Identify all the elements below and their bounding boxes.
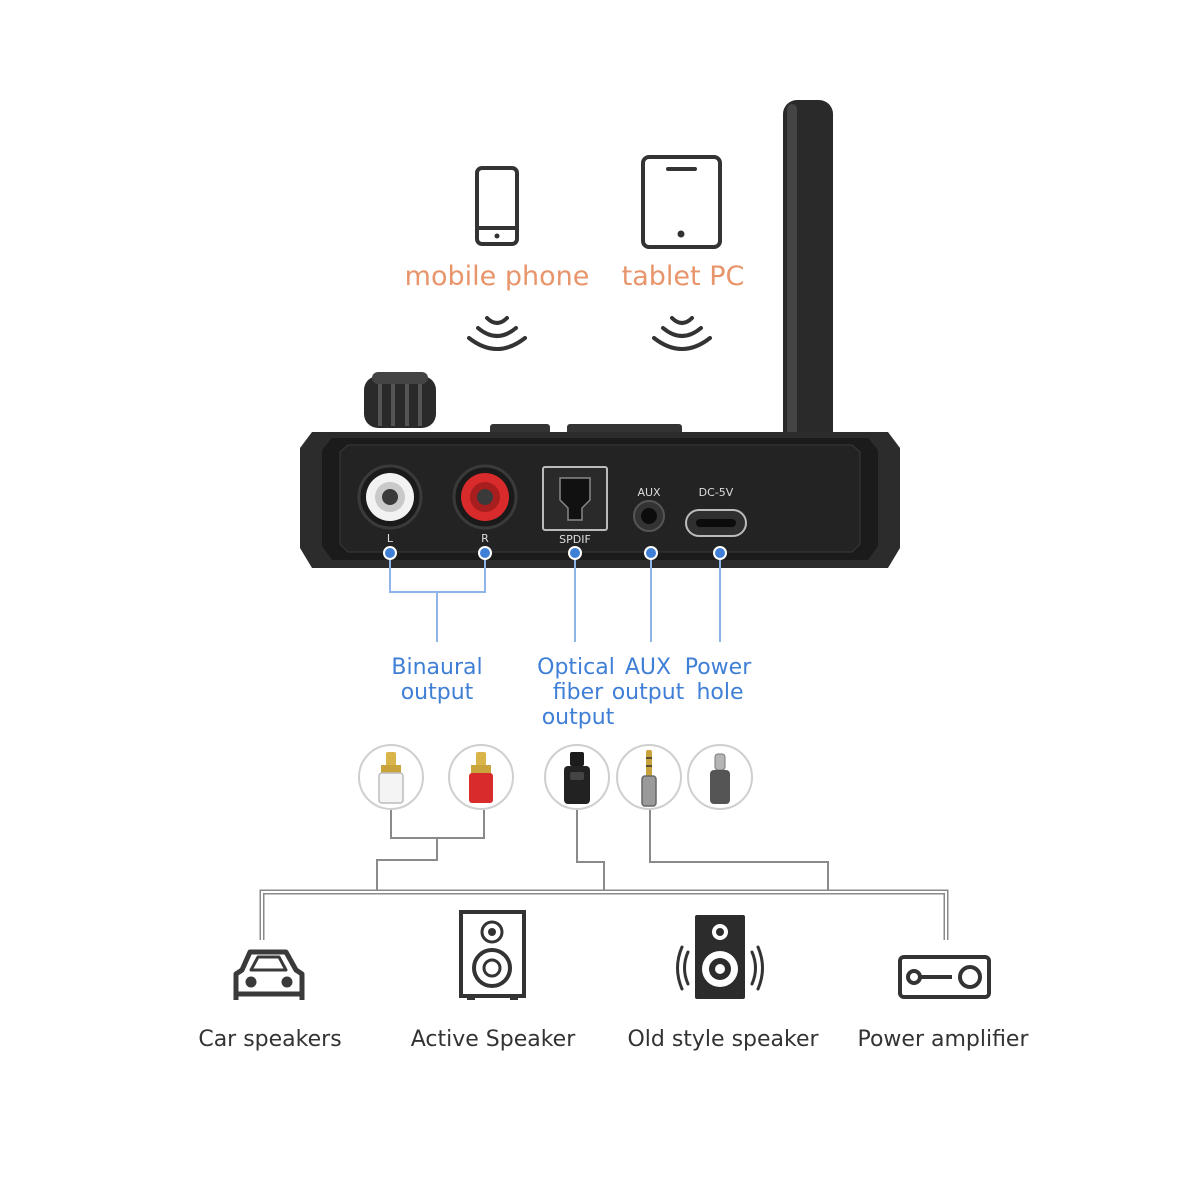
port-group-label-line: output (612, 680, 685, 705)
connector-rca-red (448, 744, 514, 810)
port-label-left: L (387, 532, 394, 545)
wireless-signal-icon (652, 316, 712, 351)
port-group-optical: Optical fiber output (537, 655, 615, 730)
volume-knob (364, 372, 436, 428)
bookshelf-speaker-icon (459, 910, 526, 1000)
amplifier-icon (898, 955, 991, 999)
port-group-label-line: fiber (553, 680, 604, 705)
spdif-port: SPDIF (542, 466, 608, 546)
port-group-label-line: AUX (625, 655, 671, 680)
port-group-label-line: Power (685, 655, 752, 680)
port-group-label-line: output (401, 680, 474, 705)
connector-optical (544, 744, 610, 810)
output-bus (259, 889, 949, 940)
rca-red-plug-icon (469, 752, 493, 803)
port-group-label-line: Optical (537, 655, 615, 680)
rca-white-plug-icon (378, 752, 404, 804)
output-power-amplifier: Power amplifier (857, 955, 1029, 1052)
source-tablet-pc: tablet PC (622, 155, 745, 351)
port-label-spdif: SPDIF (559, 533, 591, 546)
port-group-label-line: Binaural (391, 655, 482, 680)
output-label-old-style-speaker: Old style speaker (627, 1027, 819, 1052)
output-label-car-speakers: Car speakers (198, 1027, 341, 1052)
port-group-binaural: Binaural output (391, 655, 482, 705)
dc-power-port: DC-5V (685, 486, 747, 537)
rca-right-port: R (452, 464, 518, 545)
output-old-style-speaker: Old style speaker (627, 915, 820, 1052)
output-label-active-speaker: Active Speaker (411, 1027, 576, 1052)
port-label-aux: AUX (637, 486, 661, 499)
aux-port: AUX (633, 486, 665, 532)
output-bus-highlight (261, 891, 947, 940)
port-group-power: Power hole (685, 655, 752, 705)
port-group-label-line: hole (696, 680, 743, 705)
output-car-speakers: Car speakers (198, 949, 342, 1052)
aux-jack-plug-icon (641, 750, 657, 807)
connector-aux (616, 744, 682, 810)
port-leader-lines (389, 553, 721, 642)
loudspeaker-icon (676, 915, 764, 999)
output-wiring (376, 810, 829, 890)
connector-usb-c (687, 744, 753, 810)
port-group-aux: AUX output (612, 655, 685, 705)
wireless-signal-icon (467, 316, 527, 351)
smartphone-icon (475, 166, 519, 246)
rca-left-port: L (357, 464, 423, 545)
connector-rca-white (358, 744, 424, 810)
antenna (775, 100, 842, 535)
usb-c-plug-icon (710, 753, 730, 804)
port-label-dc: DC-5V (699, 486, 734, 499)
source-mobile-phone: mobile phone (405, 166, 590, 351)
port-group-label-line: output (542, 705, 615, 730)
source-label-tablet-pc: tablet PC (622, 261, 745, 292)
car-icon (233, 949, 305, 1000)
output-label-power-amplifier: Power amplifier (857, 1027, 1029, 1052)
port-markers (383, 546, 727, 560)
output-active-speaker: Active Speaker (411, 910, 576, 1052)
port-label-right: R (481, 532, 489, 545)
tablet-icon (641, 155, 722, 249)
source-label-mobile-phone: mobile phone (405, 261, 590, 292)
optical-plug-icon (564, 752, 590, 804)
